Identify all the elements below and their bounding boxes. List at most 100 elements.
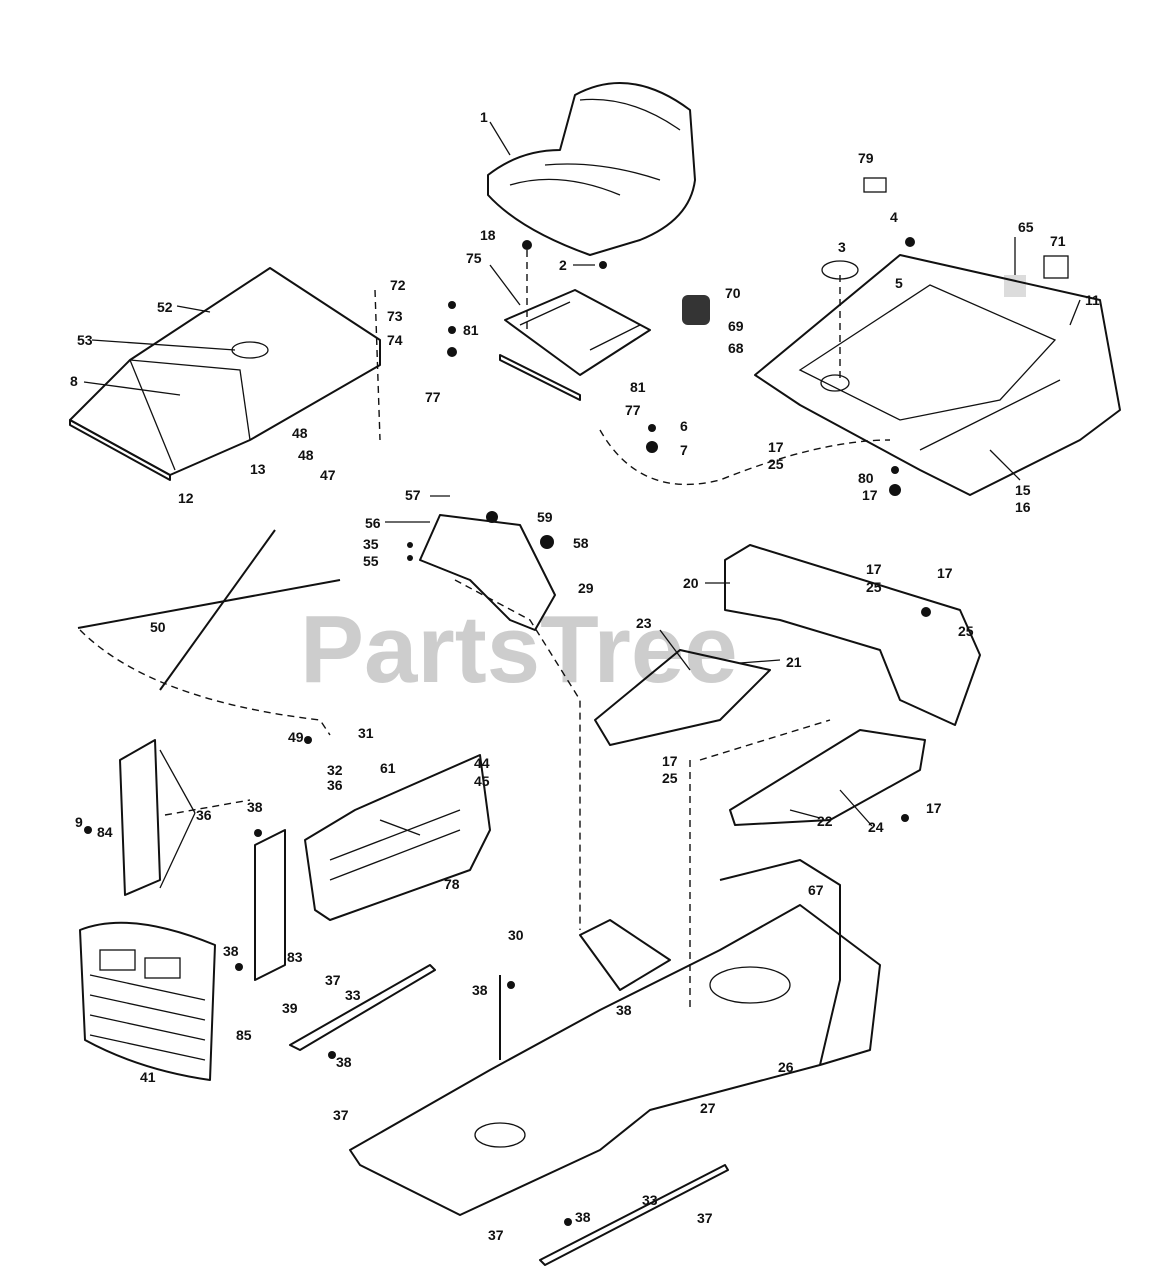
label-8: 8 [70,373,78,389]
label-1: 1 [480,109,488,125]
label-38-a: 38 [247,799,263,815]
label-12: 12 [178,490,194,506]
label-81-b: 81 [630,379,646,395]
label-13: 13 [250,461,266,477]
part-labels: 1 2 3 4 5 6 7 8 9 11 12 13 15 16 17 25 1… [70,109,1100,1243]
label-17-b: 17 [862,487,878,503]
seat-bracket [499,289,651,401]
label-74: 74 [387,332,403,348]
leader-lines [83,121,1081,889]
label-20: 20 [683,575,699,591]
label-77-b: 77 [625,402,641,418]
label-26: 26 [778,1059,794,1075]
label-2: 2 [559,257,567,273]
label-47: 47 [320,467,336,483]
side-panel-left [594,649,771,746]
label-27: 27 [700,1100,716,1116]
label-18: 18 [480,227,496,243]
label-23: 23 [636,615,652,631]
label-17-e: 17 [662,753,678,769]
label-72: 72 [390,277,406,293]
mount-bracket-84 [119,739,161,896]
label-67: 67 [808,882,824,898]
label-38-c: 38 [616,1002,632,1018]
label-6: 6 [680,418,688,434]
label-17-c: 17 [866,561,882,577]
label-33-a: 33 [345,987,361,1003]
label-75: 75 [466,250,482,266]
label-52: 52 [157,299,173,315]
label-38-f: 38 [575,1209,591,1225]
watermark-text: PartsTree [300,596,738,703]
label-35: 35 [363,536,379,552]
label-53: 53 [77,332,93,348]
label-37-c: 37 [488,1227,504,1243]
label-37-b: 37 [333,1107,349,1123]
label-79: 79 [858,150,874,166]
label-30: 30 [508,927,524,943]
label-9: 9 [75,814,83,830]
label-4: 4 [890,209,898,225]
tie-rods [289,964,729,1266]
label-41: 41 [140,1069,156,1085]
label-83: 83 [287,949,303,965]
seat [487,82,696,256]
label-22: 22 [817,813,833,829]
label-3: 3 [838,239,846,255]
label-69: 69 [728,318,744,334]
battery-box [304,754,491,921]
cable-rod [77,529,341,691]
label-15: 15 [1015,482,1031,498]
label-70: 70 [725,285,741,301]
label-32: 32 [327,762,343,778]
label-44: 44 [474,755,490,771]
hood [69,267,381,481]
label-55: 55 [363,553,379,569]
grille [79,921,216,1081]
label-68: 68 [728,340,744,356]
label-33-b: 33 [642,1192,658,1208]
label-25-d: 25 [662,770,678,786]
label-25-c: 25 [958,623,974,639]
label-49: 49 [288,729,304,745]
side-panel-right [729,729,926,826]
label-31: 31 [358,725,374,741]
label-17-d: 17 [937,565,953,581]
label-11: 11 [1085,292,1100,308]
label-16: 16 [1015,499,1031,515]
label-37-a: 37 [325,972,341,988]
label-65: 65 [1018,219,1034,235]
label-77-a: 77 [425,389,441,405]
fender [754,254,1121,496]
label-24: 24 [868,819,884,835]
label-59: 59 [537,509,553,525]
label-39: 39 [282,1000,298,1016]
label-84: 84 [97,824,113,840]
label-5: 5 [895,275,903,291]
main-frame [349,859,881,1216]
label-25-b: 25 [866,579,882,595]
label-80: 80 [858,470,874,486]
dash-panel [419,514,556,631]
rear-panel [724,544,981,726]
label-37-d: 37 [697,1210,713,1226]
label-38-e: 38 [223,943,239,959]
label-21: 21 [786,654,802,670]
label-17-f: 17 [926,800,942,816]
label-61: 61 [380,760,396,776]
label-38-d: 38 [336,1054,352,1070]
label-58: 58 [573,535,589,551]
label-57: 57 [405,487,421,503]
label-48-b: 48 [298,447,314,463]
label-7: 7 [680,442,688,458]
mount-bracket-83 [254,829,286,981]
label-36-a: 36 [327,777,343,793]
label-38-b: 38 [472,982,488,998]
label-36-b: 36 [196,807,212,823]
label-81-a: 81 [463,322,479,338]
label-85: 85 [236,1027,252,1043]
label-17-a: 17 [768,439,784,455]
label-78: 78 [444,876,460,892]
label-56: 56 [365,515,381,531]
